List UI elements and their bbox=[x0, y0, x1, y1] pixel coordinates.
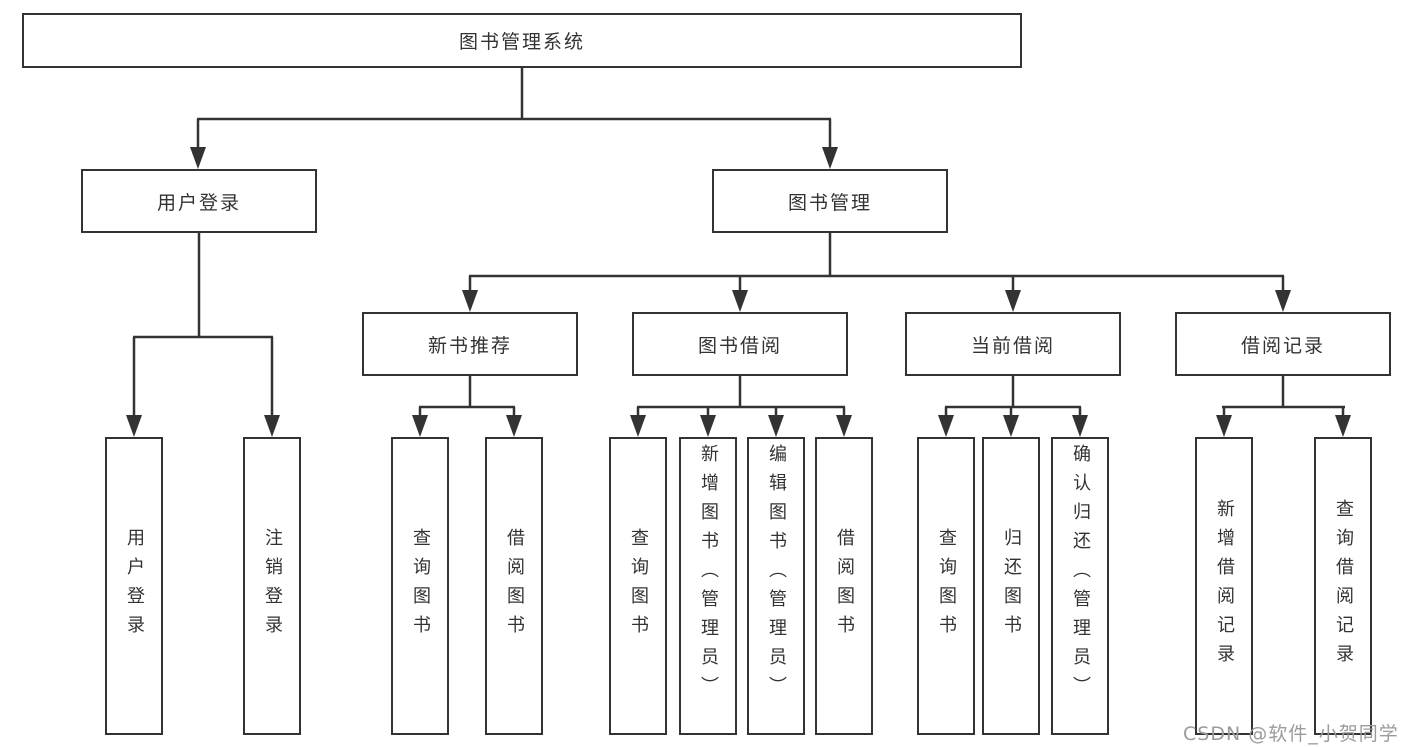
node-label: 借阅记录 bbox=[1240, 334, 1325, 357]
leaf-label: 查询图书 bbox=[410, 528, 431, 644]
leaf-label: 确认归还（管理员） bbox=[1070, 444, 1091, 705]
leaf-add-books-admin: 新增图书（管理员） bbox=[679, 437, 737, 735]
leaf-label: 借阅图书 bbox=[834, 528, 855, 644]
csdn-watermark: CSDN @软件_小贺同学 bbox=[1183, 723, 1399, 745]
node-borrowing-records: 借阅记录 bbox=[1175, 312, 1391, 376]
leaf-query-borrow-record: 查询借阅记录 bbox=[1314, 437, 1372, 735]
leaf-user-login: 用户登录 bbox=[105, 437, 163, 735]
node-label: 用户登录 bbox=[156, 191, 241, 214]
leaf-confirm-return-admin: 确认归还（管理员） bbox=[1051, 437, 1109, 735]
leaf-borrow-query-books: 查询图书 bbox=[609, 437, 667, 735]
leaf-recommend-query-books: 查询图书 bbox=[391, 437, 449, 735]
leaf-logout: 注销登录 bbox=[243, 437, 301, 735]
leaf-recommend-borrow-books: 借阅图书 bbox=[485, 437, 543, 735]
node-book-borrowing: 图书借阅 bbox=[632, 312, 848, 376]
node-current-borrowing: 当前借阅 bbox=[905, 312, 1121, 376]
leaf-return-books: 归还图书 bbox=[982, 437, 1040, 735]
leaf-add-borrow-record: 新增借阅记录 bbox=[1195, 437, 1253, 735]
leaf-label: 查询借阅记录 bbox=[1333, 499, 1354, 673]
node-label: 新书推荐 bbox=[427, 334, 512, 357]
leaf-label: 借阅图书 bbox=[504, 528, 525, 644]
node-user-login: 用户登录 bbox=[81, 169, 317, 233]
leaf-label: 查询图书 bbox=[628, 528, 649, 644]
leaf-label: 编辑图书（管理员） bbox=[766, 444, 787, 705]
node-label: 图书管理系统 bbox=[458, 31, 585, 53]
node-library-management-system: 图书管理系统 bbox=[22, 13, 1022, 68]
leaf-label: 用户登录 bbox=[124, 528, 145, 644]
leaf-borrow-books: 借阅图书 bbox=[815, 437, 873, 735]
node-label: 当前借阅 bbox=[970, 334, 1055, 357]
node-new-book-recommendation: 新书推荐 bbox=[362, 312, 578, 376]
leaf-label: 查询图书 bbox=[936, 528, 957, 644]
leaf-label: 新增图书（管理员） bbox=[698, 444, 719, 705]
node-label: 图书借阅 bbox=[697, 334, 782, 357]
node-label: 图书管理 bbox=[787, 191, 872, 214]
leaf-label: 新增借阅记录 bbox=[1214, 499, 1235, 673]
leaf-label: 注销登录 bbox=[262, 528, 283, 644]
node-book-management: 图书管理 bbox=[712, 169, 948, 233]
leaf-edit-books-admin: 编辑图书（管理员） bbox=[747, 437, 805, 735]
leaf-current-query-books: 查询图书 bbox=[917, 437, 975, 735]
leaf-label: 归还图书 bbox=[1001, 528, 1022, 644]
